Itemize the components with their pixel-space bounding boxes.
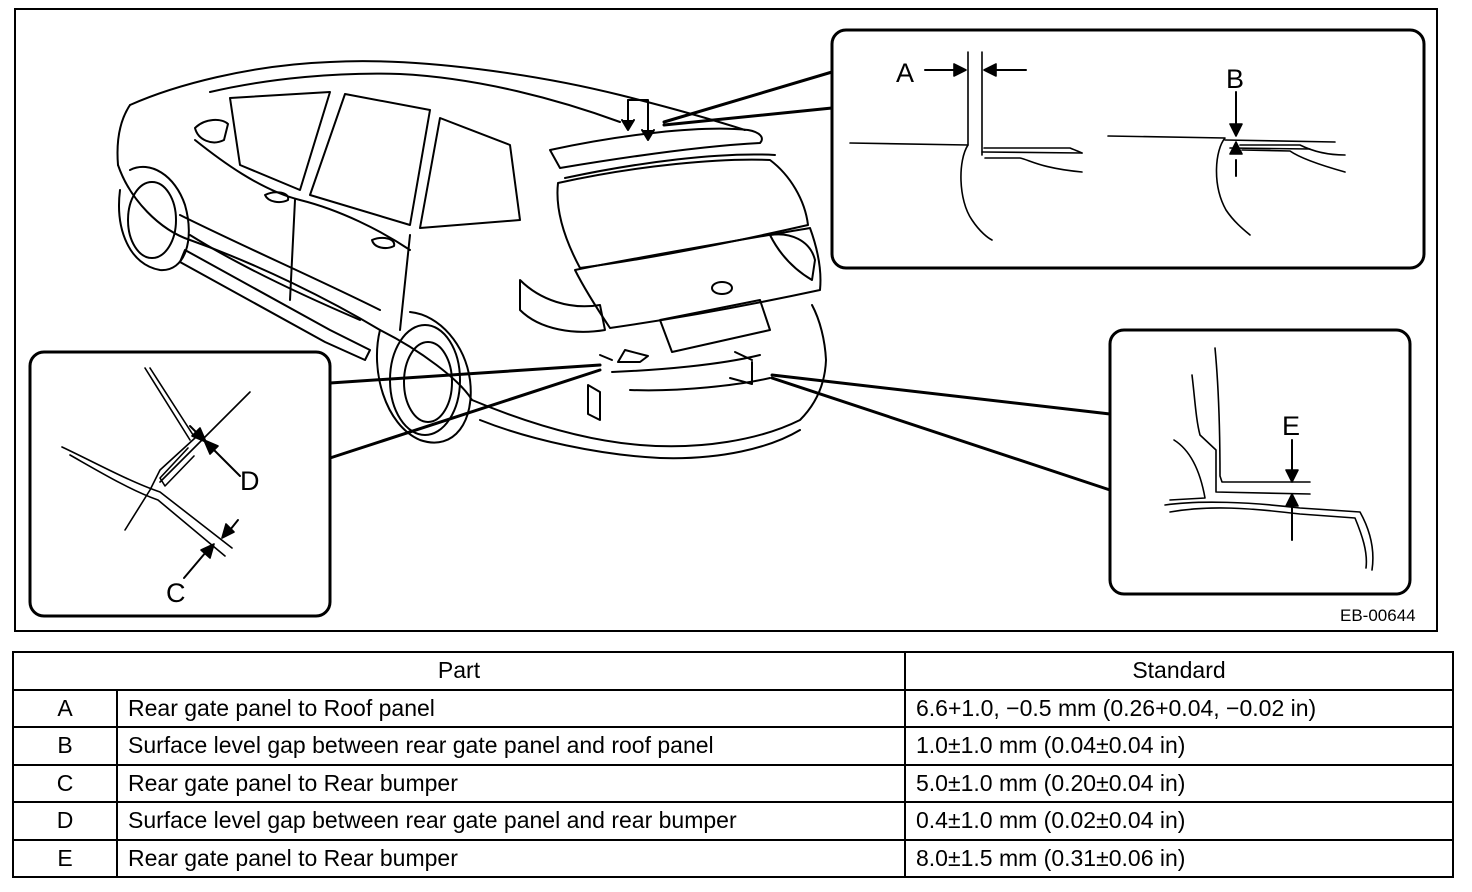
vehicle-diagram: A B C D E bbox=[28, 28, 1426, 618]
callout-c: C bbox=[166, 578, 186, 608]
row-letter: B bbox=[12, 726, 118, 766]
table-row: A Rear gate panel to Roof panel 6.6+1.0,… bbox=[12, 688, 1454, 728]
table-row: B Surface level gap between rear gate pa… bbox=[12, 726, 1454, 766]
detail-a-b bbox=[849, 51, 1346, 241]
table-row: C Rear gate panel to Rear bumper 5.0±1.0… bbox=[12, 763, 1454, 803]
row-letter: E bbox=[12, 838, 118, 878]
row-standard: 0.4±1.0 mm (0.02±0.04 in) bbox=[904, 801, 1454, 841]
row-letter: D bbox=[12, 801, 118, 841]
table-row: E Rear gate panel to Rear bumper 8.0±1.5… bbox=[12, 838, 1454, 878]
row-standard: 6.6+1.0, −0.5 mm (0.26+0.04, −0.02 in) bbox=[904, 688, 1454, 728]
header-part: Part bbox=[12, 651, 906, 691]
row-part: Rear gate panel to Rear bumper bbox=[116, 763, 906, 803]
callout-letters: A B C D E bbox=[166, 58, 1300, 608]
callout-e: E bbox=[1282, 411, 1300, 441]
callout-b: B bbox=[1226, 64, 1244, 94]
row-letter: C bbox=[12, 763, 118, 803]
row-part: Rear gate panel to Rear bumper bbox=[116, 838, 906, 878]
spec-table: Part Standard A Rear gate panel to Roof … bbox=[12, 651, 1454, 878]
row-letter: A bbox=[12, 688, 118, 728]
row-part: Surface level gap between rear gate pane… bbox=[116, 726, 906, 766]
table-row: D Surface level gap between rear gate pa… bbox=[12, 801, 1454, 841]
row-standard: 8.0±1.5 mm (0.31±0.06 in) bbox=[904, 838, 1454, 878]
row-part: Rear gate panel to Roof panel bbox=[116, 688, 906, 728]
leader-lines bbox=[328, 70, 1112, 492]
row-standard: 1.0±1.0 mm (0.04±0.04 in) bbox=[904, 726, 1454, 766]
detail-e bbox=[1164, 347, 1374, 571]
row-standard: 5.0±1.0 mm (0.20±0.04 in) bbox=[904, 763, 1454, 803]
table-header-row: Part Standard bbox=[12, 651, 1454, 691]
figure-frame bbox=[14, 8, 1438, 632]
vehicle-drawing bbox=[116, 60, 827, 460]
header-standard: Standard bbox=[904, 651, 1454, 691]
callout-a: A bbox=[896, 58, 914, 88]
detail-c-d bbox=[61, 367, 251, 579]
callout-d: D bbox=[240, 466, 260, 496]
figure-id: EB-00644 bbox=[1340, 606, 1416, 625]
row-part: Surface level gap between rear gate pane… bbox=[116, 801, 906, 841]
inset-panels bbox=[28, 28, 1426, 618]
